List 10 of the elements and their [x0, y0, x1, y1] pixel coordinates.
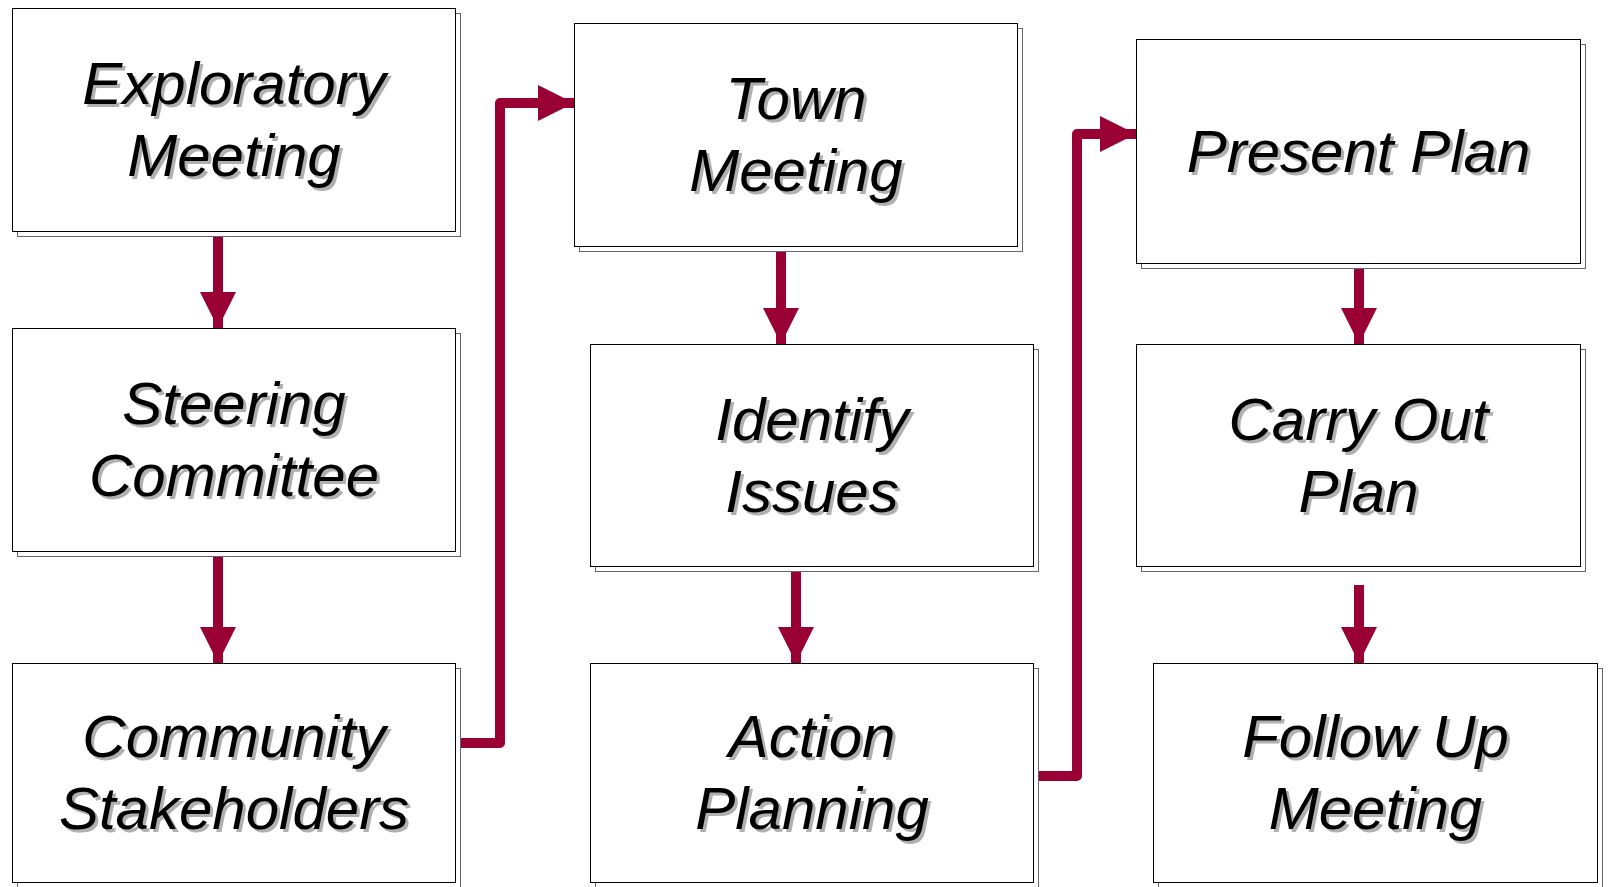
step-label: Identify Issues	[631, 383, 993, 528]
arrow	[1341, 585, 1377, 663]
step-label: Town Meeting	[688, 64, 904, 206]
step-label: Carry Out Plan	[1227, 384, 1492, 527]
step-label: Steering Committee	[87, 369, 381, 511]
step-label: Present Plan	[1186, 116, 1531, 187]
step-label: Action Planning	[694, 702, 930, 844]
step-label: Exploratory Meeting	[53, 48, 415, 192]
step-label: Community Stakeholders	[57, 702, 411, 844]
step-label: Follow Up Meeting	[1241, 702, 1510, 844]
